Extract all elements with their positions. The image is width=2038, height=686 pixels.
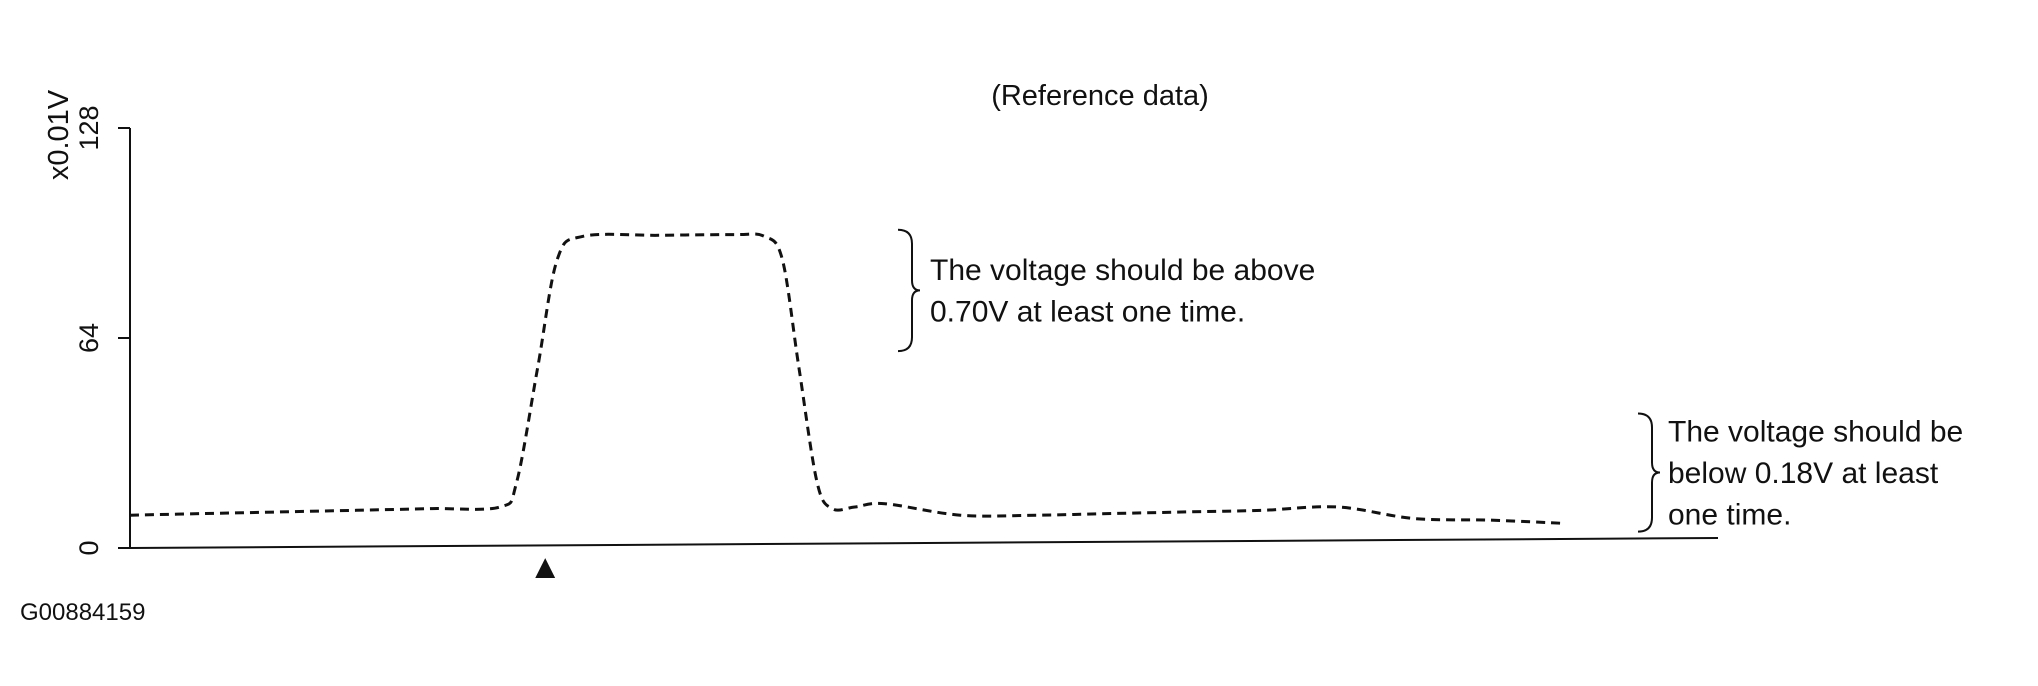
y-tick-label-64: 64 [74,323,104,353]
annotations: The voltage should be above 0.70V at leas… [897,228,1963,533]
figure-id: G00884159 [20,599,145,626]
annotation-1-line-2: 0.70V at least one time. [930,296,1245,329]
y-tick-label-0: 0 [74,540,104,555]
annotation-brace-1 [897,228,921,353]
chart-title: (Reference data) [991,80,1209,112]
annotation-brace-2 [1637,412,1661,533]
annotation-2-line-2: below 0.18V at least [1668,457,1939,490]
triangle-marker-icon: ▲ [528,548,562,586]
annotation-1-line-1: The voltage should be above [930,254,1315,287]
y-tick-label-128: 128 [74,105,104,150]
x-axis [129,537,1719,549]
annotation-2-line-3: one time. [1668,498,1791,531]
y-ticks: 0 64 128 [74,105,130,556]
trigger-marker: ▲ [528,548,562,586]
series-line [129,232,1565,525]
y-axis-label: x0.01V [43,89,75,180]
annotation-2-line-1: The voltage should be [1668,416,1963,449]
